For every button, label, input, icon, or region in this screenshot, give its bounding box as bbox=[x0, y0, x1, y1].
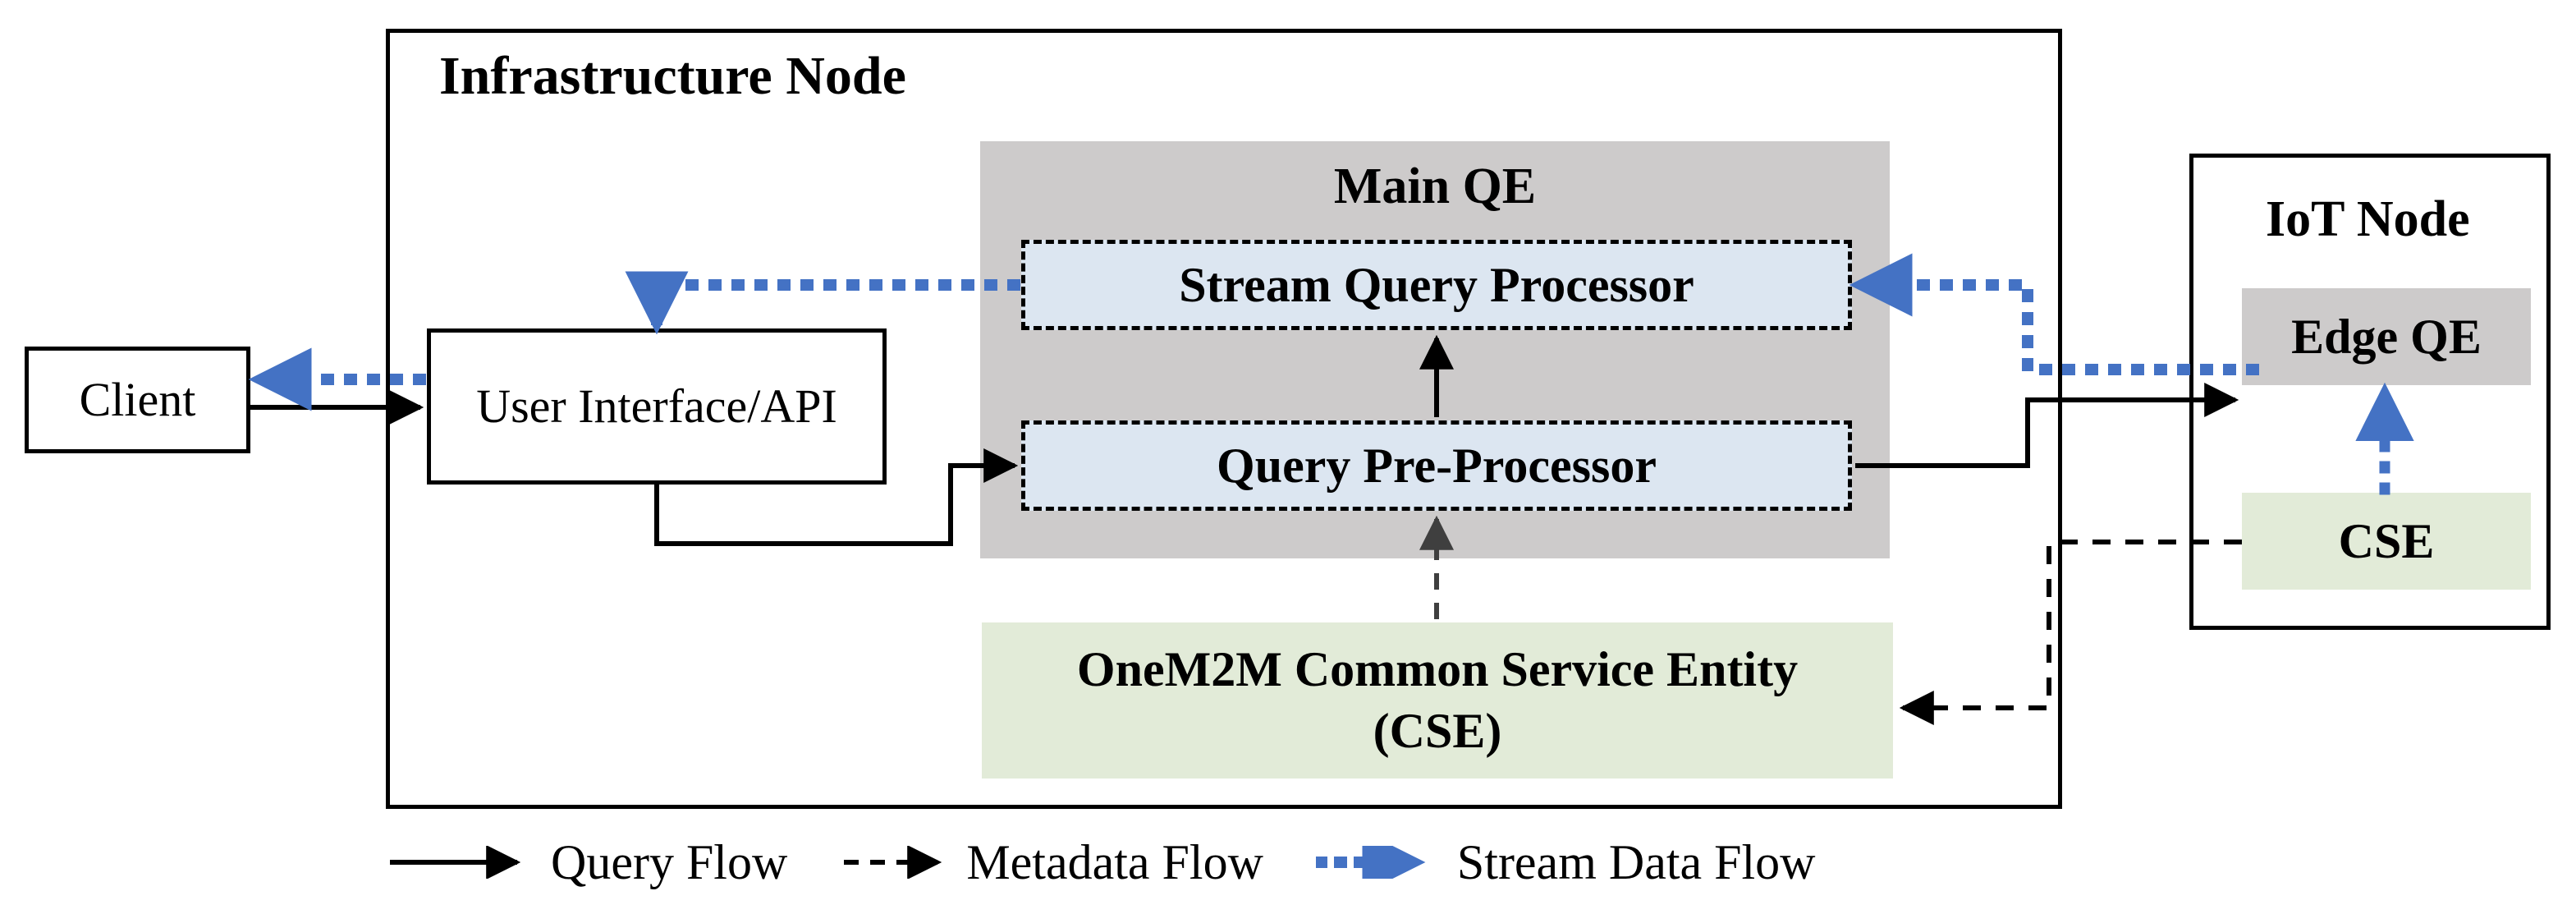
query-pre-processor-box[interactable]: Query Pre-Processor bbox=[1021, 420, 1852, 511]
main-qe-label: Main QE bbox=[1333, 158, 1537, 214]
legend-solid-arrow-icon bbox=[390, 846, 521, 879]
iot-node-container bbox=[2189, 154, 2551, 630]
infrastructure-node-title: Infrastructure Node bbox=[439, 46, 906, 106]
legend-item-metadata-flow: Metadata Flow bbox=[840, 834, 1263, 891]
onem2m-cse-box[interactable]: OneM2M Common Service Entity (CSE) bbox=[982, 622, 1893, 779]
legend-label-metadata-flow: Metadata Flow bbox=[966, 834, 1263, 889]
legend-label-stream-data-flow: Stream Data Flow bbox=[1456, 834, 1816, 889]
edge-qe-box[interactable]: Edge QE bbox=[2242, 288, 2531, 385]
legend-item-stream-data-flow: Stream Data Flow bbox=[1315, 834, 1816, 891]
stream-query-processor-box[interactable]: Stream Query Processor bbox=[1021, 240, 1852, 330]
legend: Query Flow Metadata Flow bbox=[386, 829, 2274, 895]
iot-cse-box[interactable]: CSE bbox=[2242, 493, 2531, 590]
legend-item-query-flow: Query Flow bbox=[386, 834, 787, 891]
iot-node-title: IoT Node bbox=[2266, 191, 2470, 247]
client-box[interactable]: Client bbox=[25, 347, 250, 453]
legend-label-query-flow: Query Flow bbox=[551, 834, 788, 889]
legend-dotted-blue-arrow-icon bbox=[1315, 846, 1426, 879]
legend-dashed-arrow-icon bbox=[844, 846, 942, 879]
user-interface-api-box[interactable]: User Interface/API bbox=[427, 328, 887, 485]
